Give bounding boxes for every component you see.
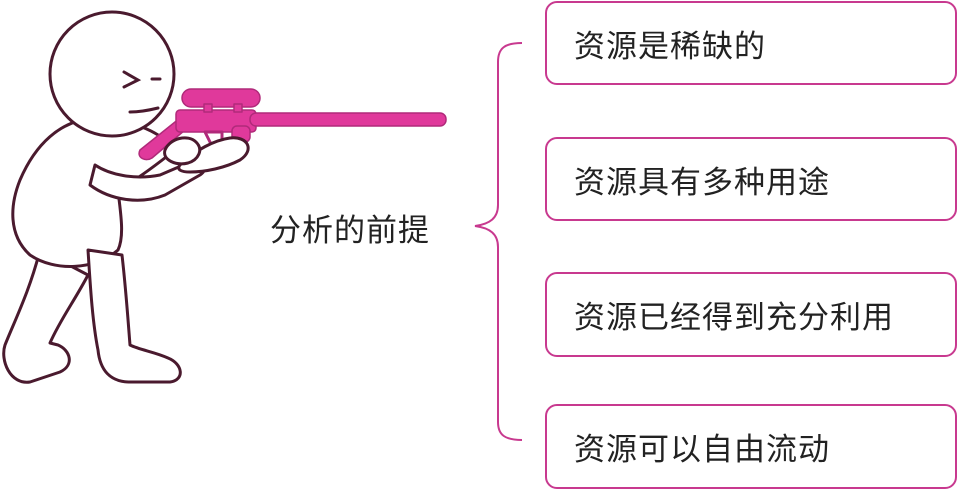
figure-back-leg	[2, 248, 90, 384]
premise-label: 资源具有多种用途	[574, 164, 830, 201]
premise-box-1: 资源是稀缺的	[545, 1, 957, 85]
sniper-figure-illustration	[2, 10, 207, 384]
squint-eye	[122, 70, 142, 89]
premise-box-3: 资源已经得到充分利用	[545, 272, 957, 357]
center-label: 分析的前提	[270, 213, 430, 249]
figure-front-arm	[163, 136, 250, 174]
premise-label: 资源已经得到充分利用	[574, 300, 894, 336]
figure-head	[48, 10, 176, 138]
curly-brace	[474, 42, 523, 441]
rifle-barrel	[249, 112, 447, 127]
figure-front-hand	[177, 136, 250, 174]
mouth	[128, 106, 160, 114]
rifle-scope	[181, 88, 261, 108]
premise-label: 资源是稀缺的	[574, 28, 766, 65]
figure-front-leg	[86, 248, 182, 384]
figure-face	[122, 70, 162, 114]
rifle-scope-mount	[203, 103, 213, 113]
premise-label: 资源可以自由流动	[574, 432, 830, 468]
premise-box-2: 资源具有多种用途	[545, 137, 957, 221]
rifle-scope-mount	[233, 103, 243, 113]
figure-back-hand	[163, 136, 202, 166]
premise-box-4: 资源可以自由流动	[545, 404, 957, 489]
